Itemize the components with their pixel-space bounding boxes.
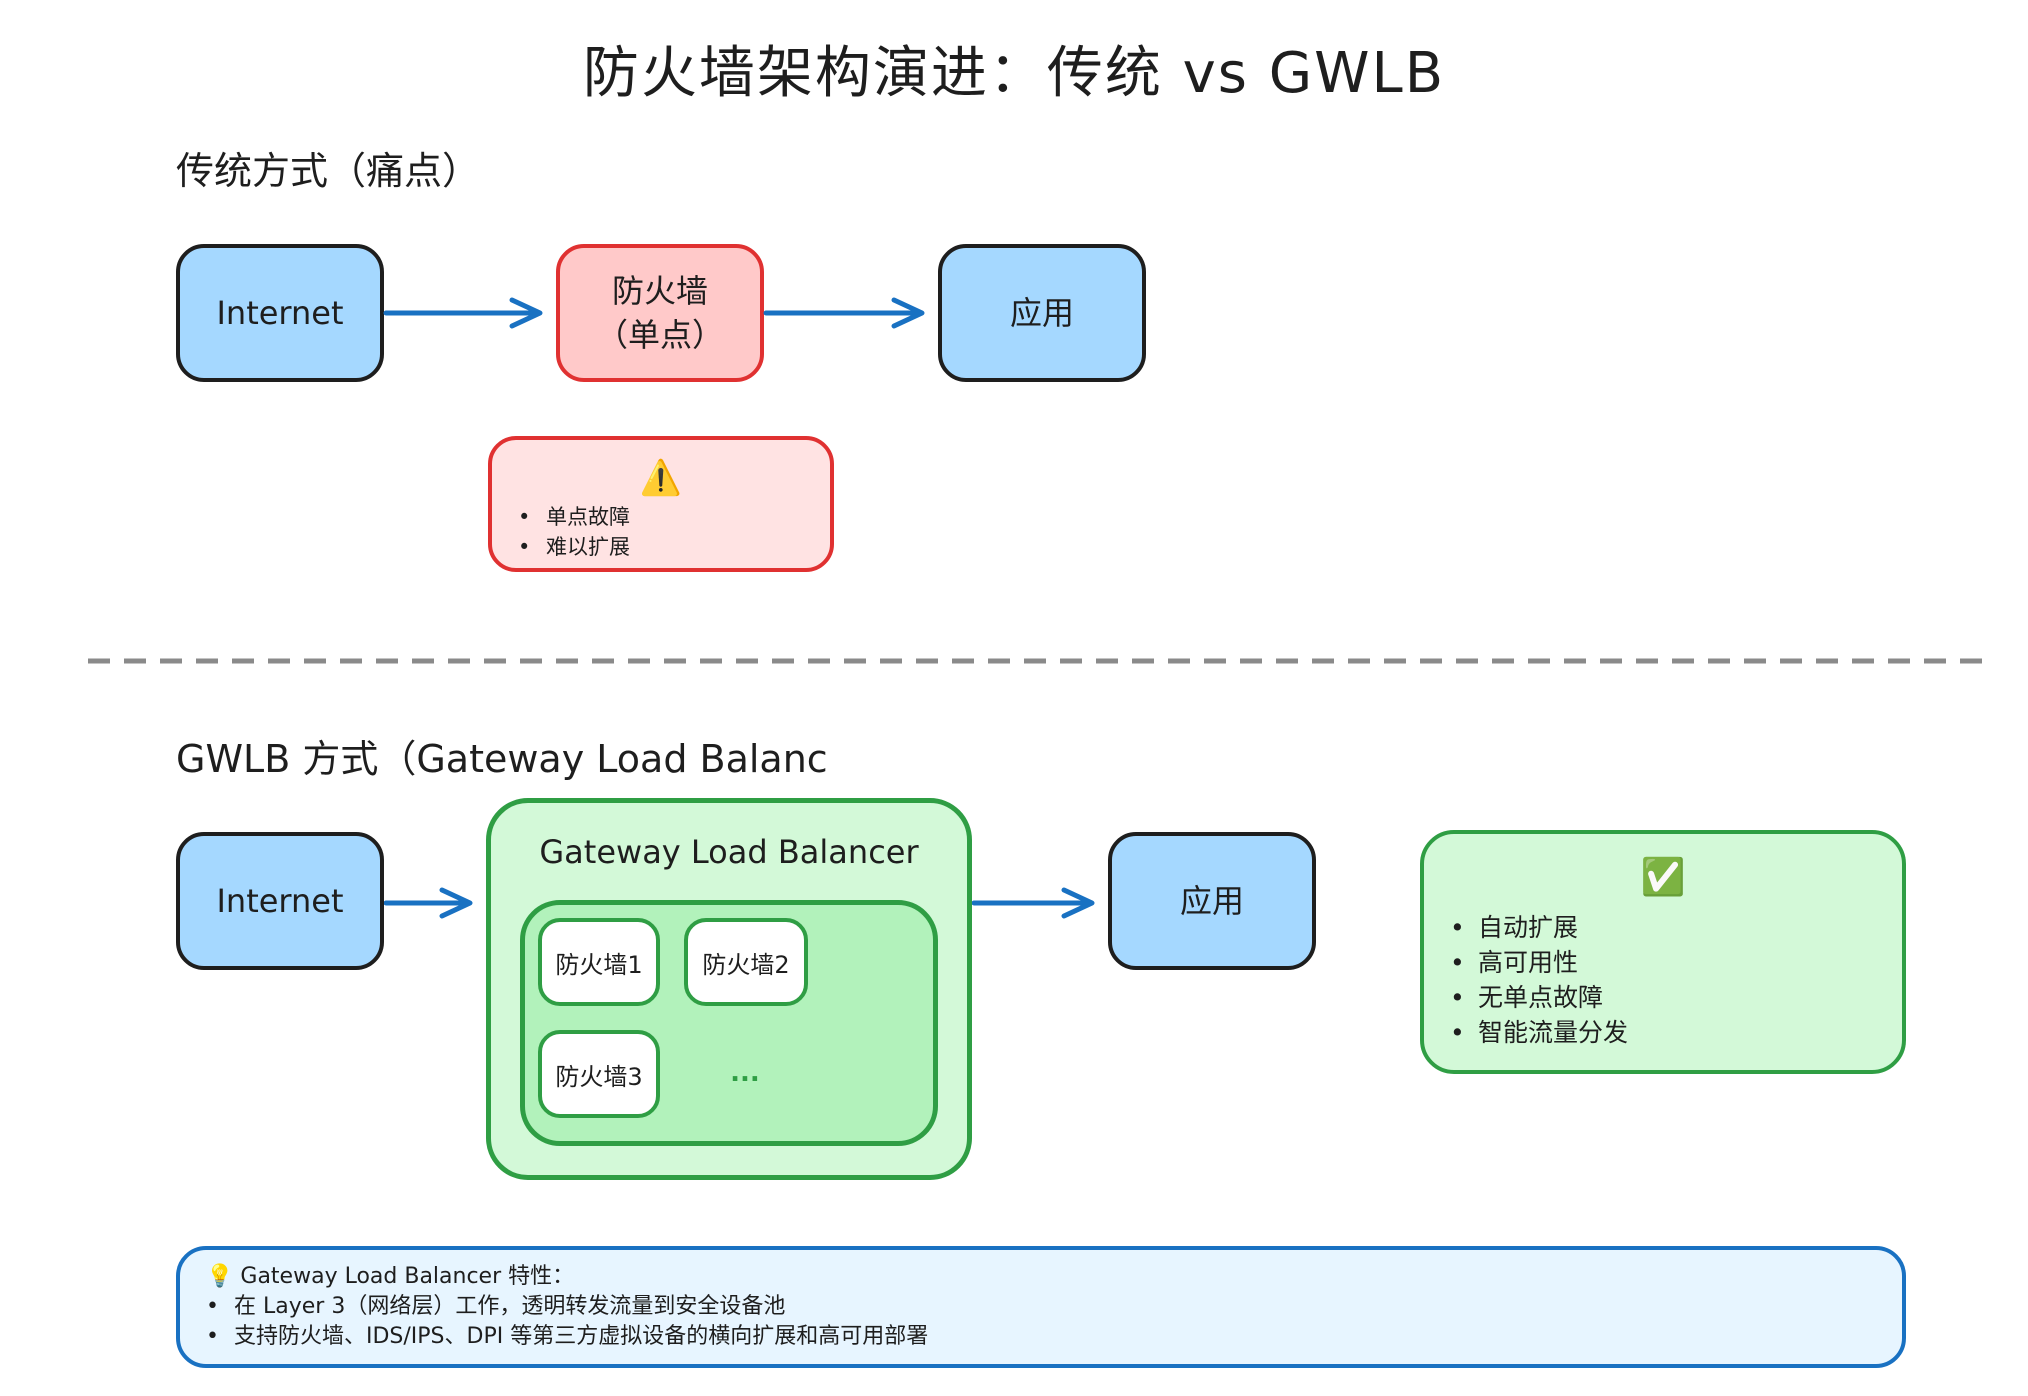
features-title-row: 💡 Gateway Load Balancer 特性： [206, 1262, 1902, 1292]
internet-node-traditional[interactable]: Internet [176, 244, 384, 382]
internet-label: Internet [216, 882, 344, 920]
warning-icon: ⚠️ [639, 458, 683, 498]
list-item: 单点故障 [518, 502, 830, 532]
arrow-head [891, 297, 925, 329]
benefits-list: 自动扩展 高可用性 无单点故障 智能流量分发 [1450, 910, 1902, 1050]
firewall-instance-label: 防火墙3 [555, 1062, 643, 1091]
list-item: 在 Layer 3（网络层）工作，透明转发流量到安全设备池 [206, 1292, 1902, 1322]
check-icon: ✅ [1640, 857, 1686, 898]
firewall-instance-3[interactable]: 防火墙3 [538, 1030, 660, 1118]
page-title: 防火墙架构演进：传统 vs GWLB [582, 41, 1446, 106]
firewall-label: 防火墙 [611, 272, 708, 310]
firewall-instance-1[interactable]: 防火墙1 [538, 918, 660, 1006]
firewall-instance-label: 防火墙1 [555, 950, 643, 979]
gwlb-label: Gateway Load Balancer [539, 833, 919, 871]
firewall-sublabel: （单点） [595, 316, 724, 354]
list-item: 无单点故障 [1450, 980, 1902, 1015]
arrow-head [509, 297, 543, 329]
features-list: 在 Layer 3（网络层）工作，透明转发流量到安全设备池 支持防火墙、IDS/… [206, 1292, 1902, 1352]
list-item: 难以扩展 [518, 532, 830, 562]
features-title: Gateway Load Balancer 特性： [240, 1264, 575, 1289]
arrow-head [1061, 887, 1095, 919]
app-node-traditional[interactable]: 应用 [938, 244, 1146, 382]
gwlb-features-note: 💡 Gateway Load Balancer 特性： 在 Layer 3（网络… [176, 1246, 1906, 1368]
firewall-instance-2[interactable]: 防火墙2 [684, 918, 808, 1006]
list-item: 支持防火墙、IDS/IPS、DPI 等第三方虚拟设备的横向扩展和高可用部署 [206, 1322, 1902, 1352]
pain-points-list: 单点故障 难以扩展 [518, 502, 830, 562]
firewall-instance-label: 防火墙2 [702, 950, 790, 979]
traditional-heading: 传统方式（痛点） [176, 149, 481, 193]
app-node-gwlb[interactable]: 应用 [1108, 832, 1316, 970]
arrow-head [439, 887, 473, 919]
app-label: 应用 [1179, 882, 1244, 920]
more-firewalls-ellipsis: ... [730, 1058, 760, 1088]
list-item: 自动扩展 [1450, 910, 1902, 945]
pain-points-note: ⚠️ 单点故障 难以扩展 [488, 436, 834, 572]
bulb-icon: 💡 [206, 1264, 234, 1289]
internet-label: Internet [216, 294, 344, 332]
internet-node-gwlb[interactable]: Internet [176, 832, 384, 970]
firewall-single-node[interactable]: 防火墙 （单点） [556, 244, 764, 382]
list-item: 智能流量分发 [1450, 1015, 1902, 1050]
list-item: 高可用性 [1450, 945, 1902, 980]
benefits-note: ✅ 自动扩展 高可用性 无单点故障 智能流量分发 [1420, 830, 1906, 1074]
gwlb-heading: GWLB 方式（Gateway Load Balanc [176, 737, 828, 781]
app-label: 应用 [1009, 294, 1074, 332]
